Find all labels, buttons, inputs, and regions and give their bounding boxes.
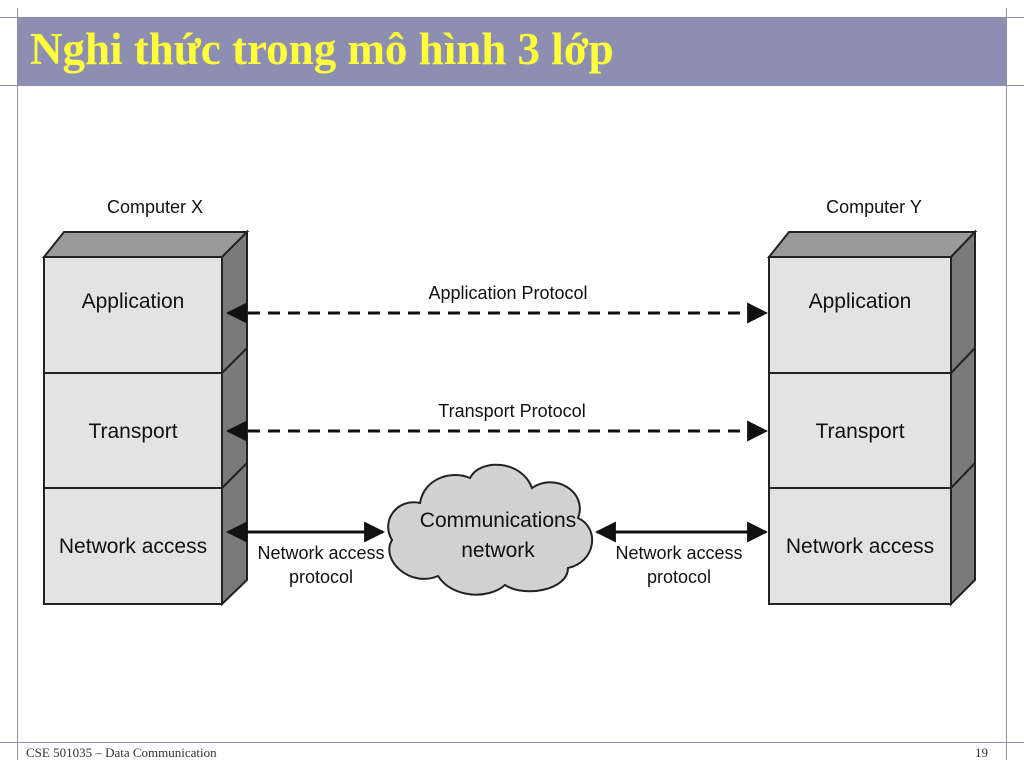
computer-y-transport-label: Transport: [815, 420, 904, 443]
computer-y-top-face: [766, 231, 978, 258]
computer-x-application-label: Application: [82, 290, 185, 313]
footer-page-number: 19: [975, 745, 988, 760]
computer-y-application-layer: [768, 256, 952, 374]
computer-y-application-label: Application: [809, 290, 912, 313]
network-access-right-label-line1: Network access: [615, 543, 742, 563]
cloud-label-line2: network: [461, 539, 535, 562]
computer-x-label: Computer X: [107, 197, 203, 217]
computer-x-application-layer: [43, 256, 223, 374]
communications-network-cloud: [387, 463, 594, 596]
frame-left-line: [17, 8, 18, 760]
computer-y-side-face: [950, 229, 976, 607]
slide-title: Nghi thức trong mô hình 3 lớp: [30, 24, 614, 74]
computer-x-stack: Application Transport Network access: [41, 229, 250, 607]
computer-y-network-access-label: Network access: [786, 535, 934, 558]
network-access-left-label-line2: protocol: [289, 567, 353, 587]
computer-x-side-face: [221, 229, 248, 607]
computer-x-transport-label: Transport: [88, 420, 177, 443]
cloud-label-line1: Communications: [420, 509, 576, 532]
computer-x-network-access-layer: [43, 487, 223, 605]
frame-bottom-line: [0, 742, 1024, 743]
frame-right-line: [1006, 8, 1007, 760]
computer-y-network-access-layer: [768, 487, 952, 605]
network-access-right-label-line2: protocol: [647, 567, 711, 587]
computer-y-label: Computer Y: [826, 197, 922, 217]
application-protocol-label: Application Protocol: [428, 283, 587, 303]
network-access-left-label-line1: Network access: [257, 543, 384, 563]
transport-protocol-label: Transport Protocol: [438, 401, 585, 421]
computer-x-network-access-label: Network access: [59, 535, 207, 558]
computer-x-top-face: [41, 231, 250, 258]
frame-header-bottom-line: [0, 85, 1024, 86]
computer-y-stack: Application Transport Network access: [766, 229, 978, 607]
title-bar: Nghi thức trong mô hình 3 lớp: [18, 18, 1006, 85]
footer-course-label: CSE 501035 – Data Communication: [26, 745, 217, 760]
frame-top-line: [0, 17, 1024, 18]
